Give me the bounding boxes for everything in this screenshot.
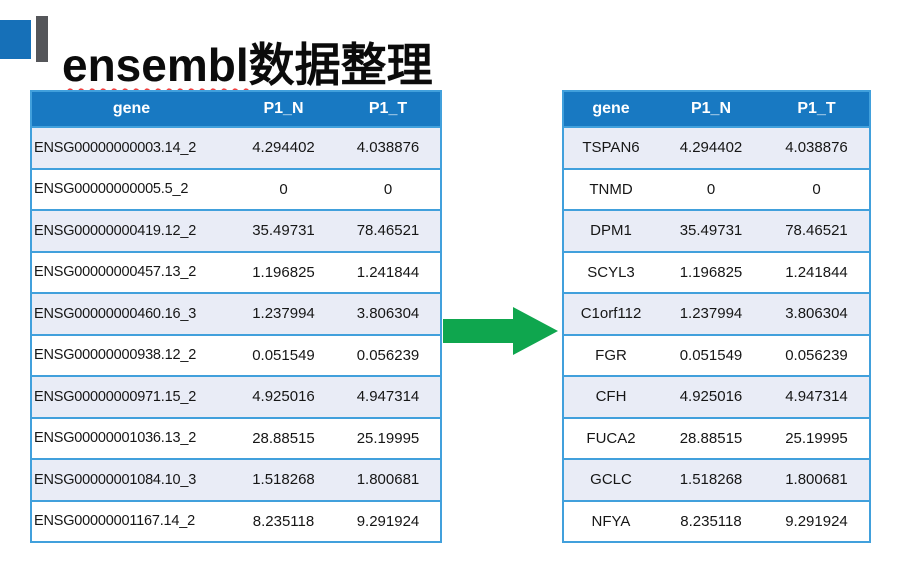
value-cell: 1.241844 — [764, 250, 870, 293]
gene-cell: GCLC — [563, 458, 658, 501]
value-cell: 1.518268 — [658, 458, 764, 501]
value-cell: 4.294402 — [658, 126, 764, 169]
column-header: P1_T — [764, 91, 870, 127]
title-accent-bar — [36, 16, 48, 62]
value-cell: 0.051549 — [658, 333, 764, 376]
value-cell: 0.051549 — [231, 333, 336, 376]
value-cell: 78.46521 — [336, 209, 441, 252]
value-cell: 0.056239 — [764, 333, 870, 376]
value-cell: 0 — [658, 167, 764, 210]
right-arrow-shape — [443, 307, 558, 355]
value-cell: 1.800681 — [764, 458, 870, 501]
gene-cell: ENSG00000000419.12_2 — [31, 209, 231, 252]
column-header: P1_T — [336, 91, 441, 127]
value-cell: 4.925016 — [231, 375, 336, 418]
value-cell: 25.19995 — [764, 416, 870, 459]
value-cell: 1.518268 — [231, 458, 336, 501]
gene-cell: ENSG00000000457.13_2 — [31, 250, 231, 293]
value-cell: 0 — [231, 167, 336, 210]
value-cell: 0 — [764, 167, 870, 210]
gene-cell: ENSG00000000005.5_2 — [31, 167, 231, 210]
value-cell: 4.038876 — [336, 126, 441, 169]
title-accent-square — [0, 20, 31, 59]
gene-cell: ENSG00000001167.14_2 — [31, 499, 231, 542]
value-cell: 28.88515 — [658, 416, 764, 459]
page-title: ensembl数据整理 — [62, 35, 433, 95]
value-cell: 0.056239 — [336, 333, 441, 376]
value-cell: 1.196825 — [658, 250, 764, 293]
column-header: gene — [563, 91, 658, 127]
value-cell: 0 — [336, 167, 441, 210]
value-cell: 1.237994 — [658, 292, 764, 335]
gene-cell: TNMD — [563, 167, 658, 210]
gene-cell: ENSG00000000938.12_2 — [31, 333, 231, 376]
value-cell: 35.49731 — [658, 209, 764, 252]
value-cell: 25.19995 — [336, 416, 441, 459]
column-header: P1_N — [658, 91, 764, 127]
value-cell: 4.038876 — [764, 126, 870, 169]
value-cell: 1.237994 — [231, 292, 336, 335]
right-arrow-icon — [443, 304, 559, 358]
value-cell: 1.241844 — [336, 250, 441, 293]
gene-cell: ENSG00000000460.16_3 — [31, 292, 231, 335]
value-cell: 8.235118 — [658, 499, 764, 542]
value-cell: 1.800681 — [336, 458, 441, 501]
gene-cell: C1orf112 — [563, 292, 658, 335]
gene-cell: ENSG00000000971.15_2 — [31, 375, 231, 418]
value-cell: 4.925016 — [658, 375, 764, 418]
gene-cell: FGR — [563, 333, 658, 376]
column-header: P1_N — [231, 91, 336, 127]
value-cell: 3.806304 — [336, 292, 441, 335]
gene-cell: SCYL3 — [563, 250, 658, 293]
gene-cell: FUCA2 — [563, 416, 658, 459]
value-cell: 9.291924 — [336, 499, 441, 542]
gene-cell: CFH — [563, 375, 658, 418]
page-title-latin: ensembl — [62, 38, 249, 91]
value-cell: 35.49731 — [231, 209, 336, 252]
value-cell: 28.88515 — [231, 416, 336, 459]
gene-cell: ENSG00000001036.13_2 — [31, 416, 231, 459]
gene-cell: DPM1 — [563, 209, 658, 252]
value-cell: 9.291924 — [764, 499, 870, 542]
value-cell: 1.196825 — [231, 250, 336, 293]
gene-cell: ENSG00000000003.14_2 — [31, 126, 231, 169]
gene-cell: ENSG00000001084.10_3 — [31, 458, 231, 501]
value-cell: 8.235118 — [231, 499, 336, 542]
column-header: gene — [31, 91, 231, 127]
value-cell: 78.46521 — [764, 209, 870, 252]
gene-cell: NFYA — [563, 499, 658, 542]
page-title-cjk: 数据整理 — [248, 38, 433, 91]
gene-cell: TSPAN6 — [563, 126, 658, 169]
value-cell: 4.947314 — [336, 375, 441, 418]
value-cell: 4.294402 — [231, 126, 336, 169]
value-cell: 4.947314 — [764, 375, 870, 418]
value-cell: 3.806304 — [764, 292, 870, 335]
